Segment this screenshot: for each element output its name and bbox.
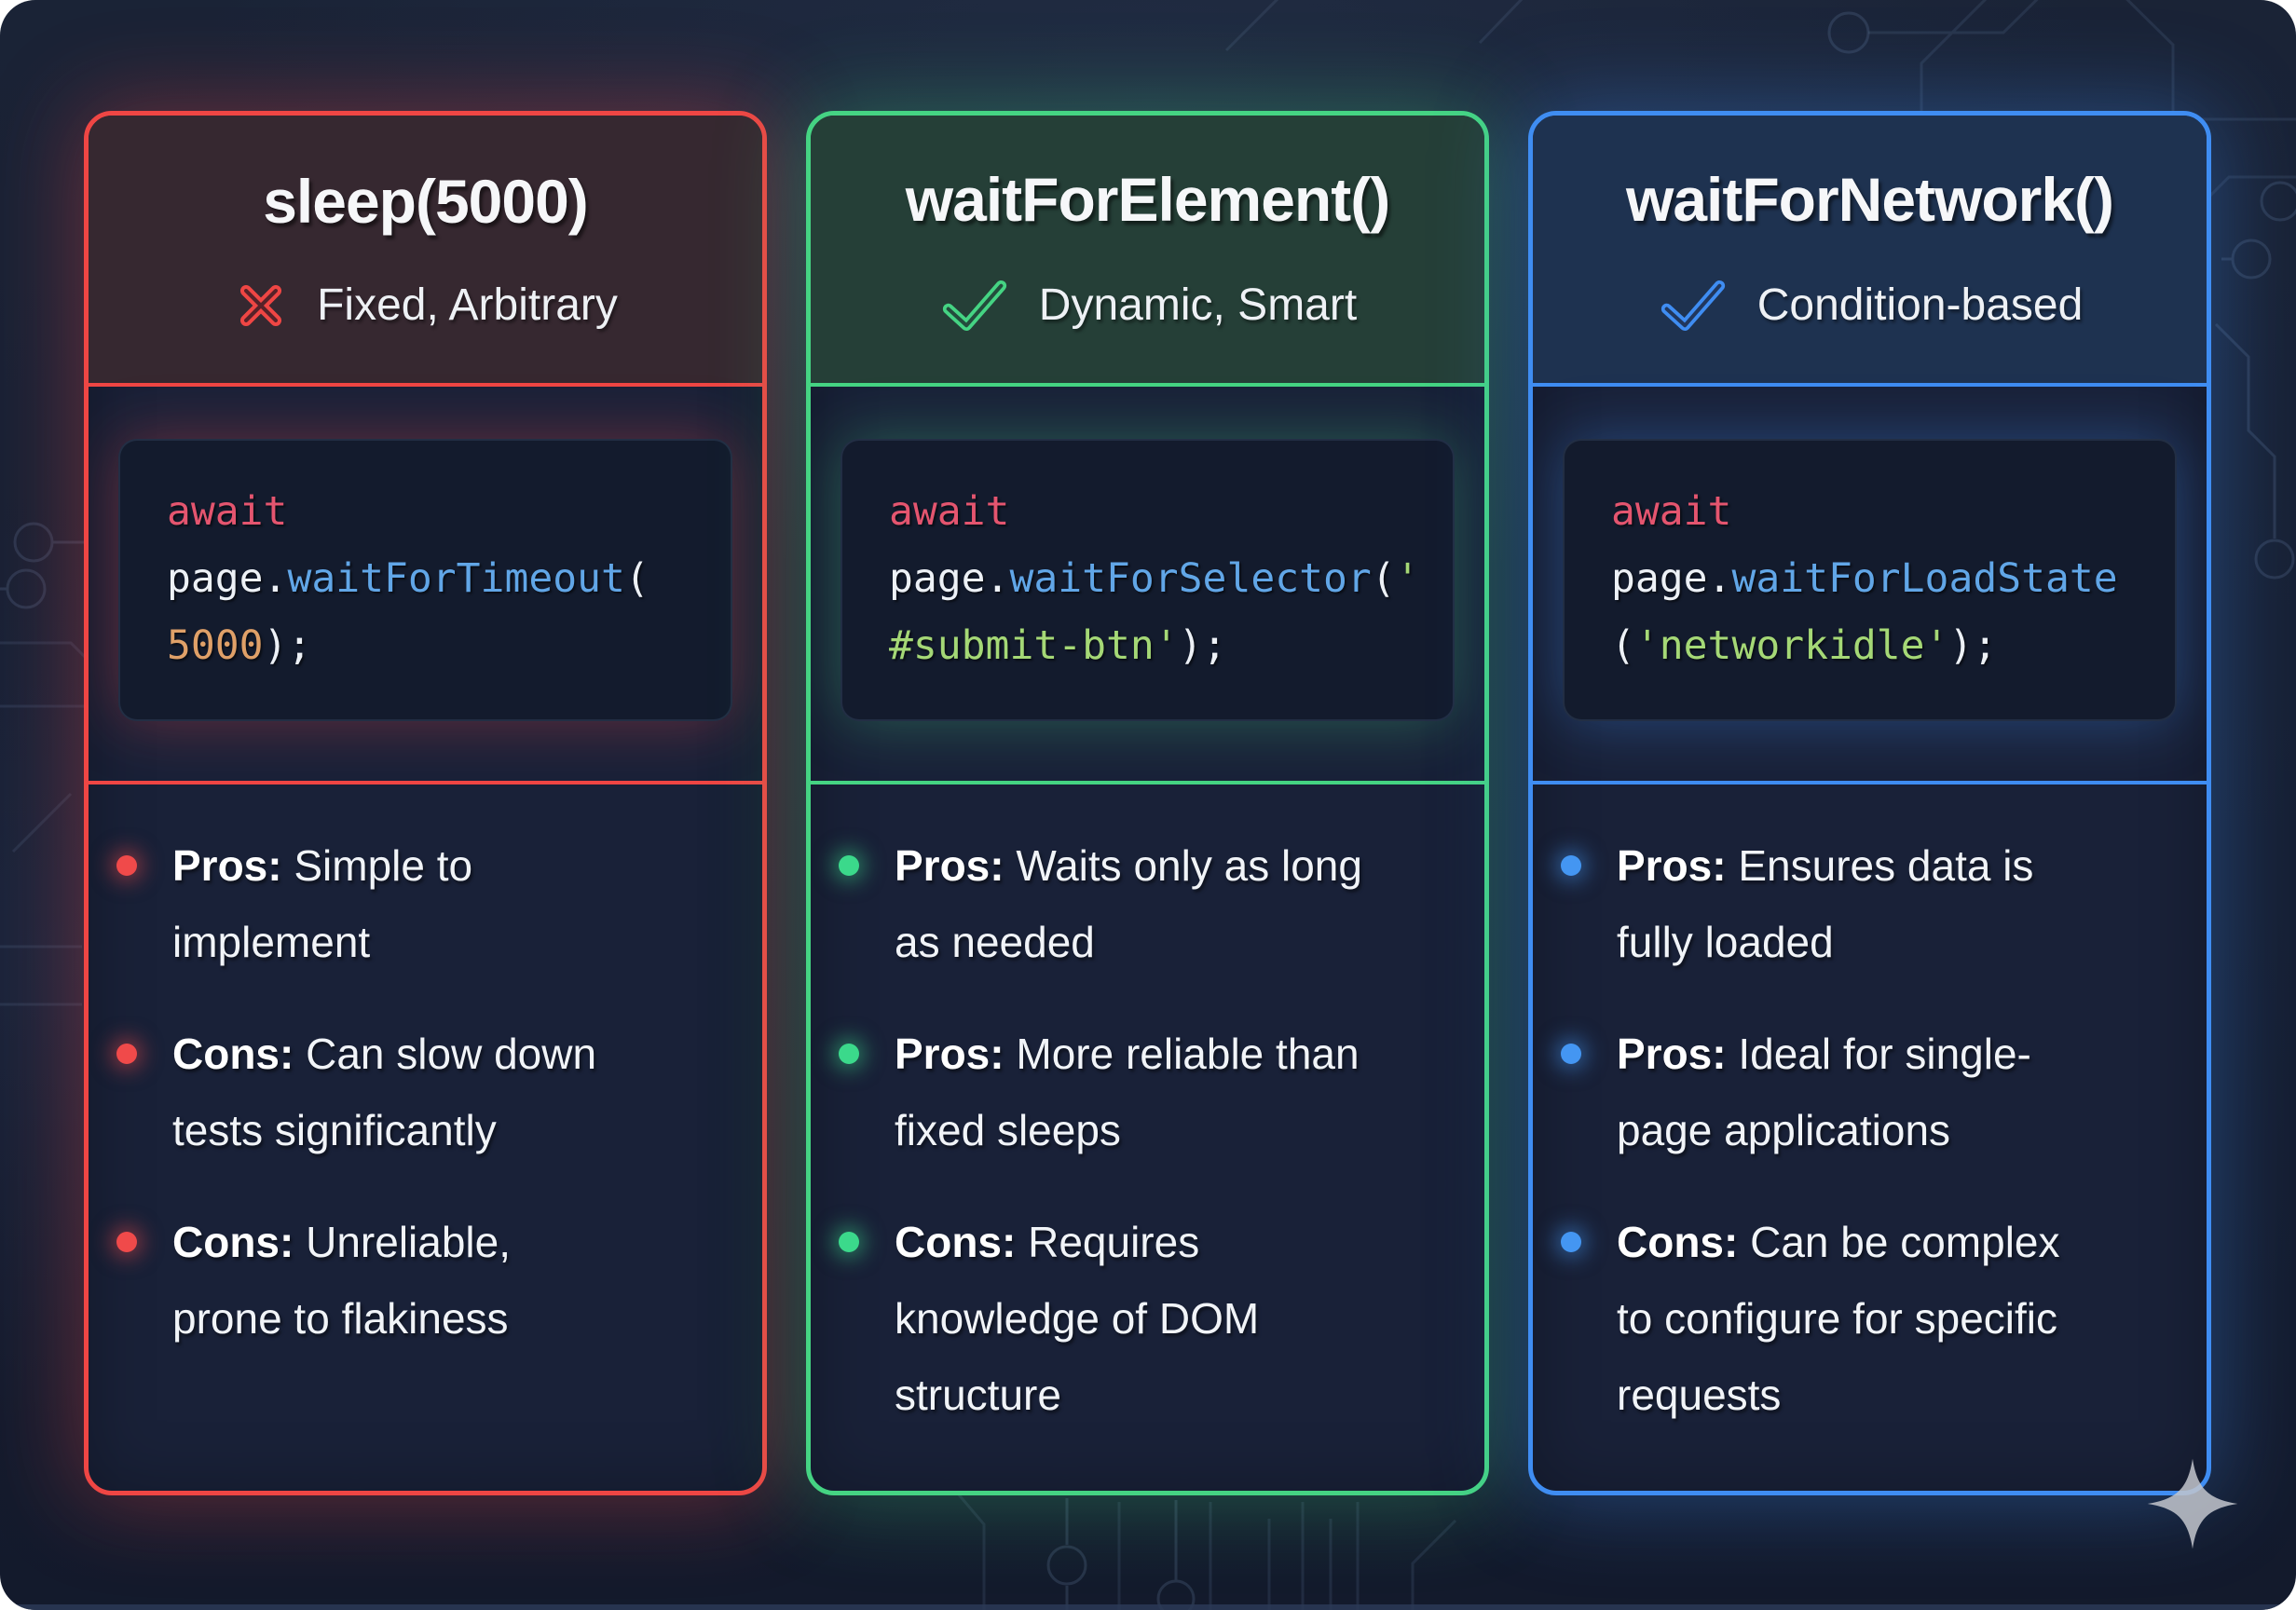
code-line: await [167, 488, 288, 535]
sparkle-icon [2147, 1458, 2238, 1549]
code-line: page.waitForTimeout( [167, 555, 649, 602]
card-header: waitForNetwork() Condition-based [1533, 116, 2207, 387]
cards-row: sleep(5000) Fixed, Arbitrary await page.w… [84, 111, 2211, 1495]
list-item: Pros: Ensures data is fully loaded [1561, 827, 2180, 980]
code-line: page.waitForSelector(' [889, 555, 1420, 602]
check-icon [938, 276, 1011, 335]
card-title: sleep(5000) [263, 166, 589, 236]
list-item: Pros: Ideal for single- page application… [1561, 1016, 2180, 1168]
card-wait-for-network: waitForNetwork() Condition-based await pa… [1528, 111, 2211, 1495]
bullet-dot [1561, 855, 1581, 876]
bullet-dot [839, 855, 859, 876]
code-line: await [1611, 488, 1732, 535]
list-item-text: Pros: Waits only as long as needed [895, 841, 1362, 966]
code-line: ('networkidle'); [1611, 622, 1998, 669]
code-snippet: await page.waitForSelector(' #submit-btn')… [840, 439, 1455, 721]
bullet-dot [116, 1232, 137, 1252]
code-line: await [889, 488, 1010, 535]
list-item-text: Cons: Can be complex to configure for sp… [1617, 1218, 2060, 1419]
card-header: sleep(5000) Fixed, Arbitrary [89, 116, 762, 387]
list-item: Pros: Simple to implement [116, 827, 736, 980]
list-item-text: Cons: Unreliable, prone to flakiness [172, 1218, 512, 1343]
bottom-edge-strip [0, 1604, 2296, 1610]
list-item: Pros: More reliable than fixed sleeps [839, 1016, 1458, 1168]
card-subtitle: Fixed, Arbitrary [233, 278, 618, 334]
code-snippet: await page.waitForLoadState ('networkidle'… [1563, 439, 2177, 721]
list-item-text: Pros: Simple to implement [172, 841, 473, 966]
code-line: #submit-btn'); [889, 622, 1227, 669]
bullet-dot [839, 1044, 859, 1064]
list-item: Cons: Can slow down tests significantly [116, 1016, 736, 1168]
code-line: page.waitForLoadState [1611, 555, 2118, 602]
list-item: Cons: Unreliable, prone to flakiness [116, 1204, 736, 1357]
bullet-dot [1561, 1232, 1581, 1252]
card-subtitle-label: Dynamic, Smart [1038, 280, 1358, 330]
card-wait-for-element: waitForElement() Dynamic, Smart await pag… [806, 111, 1489, 1495]
list-item-text: Cons: Requires knowledge of DOM structur… [895, 1218, 1260, 1419]
bullet-dot [1561, 1044, 1581, 1064]
bullet-dot [839, 1232, 859, 1252]
code-section: await page.waitForTimeout( 5000); [89, 387, 762, 785]
list-item-text: Pros: Ensures data is fully loaded [1617, 841, 2034, 966]
list-item: Pros: Waits only as long as needed [839, 827, 1458, 980]
card-subtitle-label: Fixed, Arbitrary [317, 280, 618, 330]
x-icon [233, 278, 289, 334]
list-item-text: Pros: More reliable than fixed sleeps [895, 1030, 1360, 1154]
code-line: 5000); [167, 622, 312, 669]
code-section: await page.waitForLoadState ('networkidle'… [1533, 387, 2207, 785]
card-subtitle: Condition-based [1657, 276, 2084, 335]
card-title: waitForNetwork() [1625, 164, 2114, 234]
code-section: await page.waitForSelector(' #submit-btn')… [811, 387, 1484, 785]
card-title: waitForElement() [905, 164, 1390, 234]
list-item-text: Pros: Ideal for single- page application… [1617, 1030, 2031, 1154]
bullet-dot [116, 855, 137, 876]
list-item: Cons: Requires knowledge of DOM structur… [839, 1204, 1458, 1433]
card-sleep: sleep(5000) Fixed, Arbitrary await page.w… [84, 111, 767, 1495]
card-subtitle: Dynamic, Smart [938, 276, 1357, 335]
code-snippet: await page.waitForTimeout( 5000); [118, 439, 732, 721]
check-icon [1657, 276, 1729, 335]
card-header: waitForElement() Dynamic, Smart [811, 116, 1484, 387]
list-item: Cons: Can be complex to configure for sp… [1561, 1204, 2180, 1433]
bullet-dot [116, 1044, 137, 1064]
list-item-text: Cons: Can slow down tests significantly [172, 1030, 597, 1154]
card-subtitle-label: Condition-based [1756, 280, 2084, 330]
